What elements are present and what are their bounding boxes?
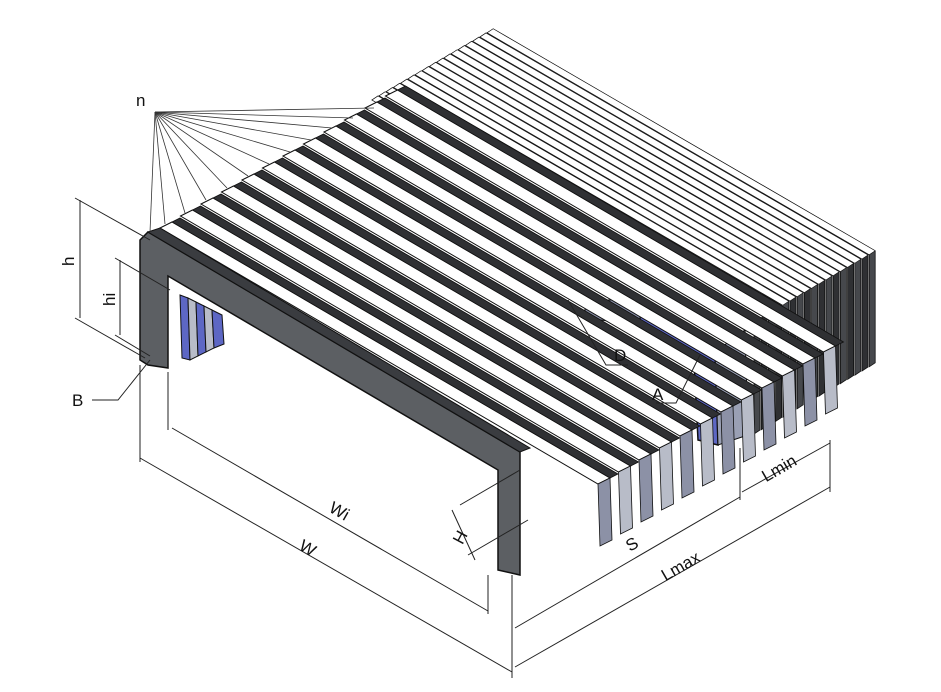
label-d: D <box>614 346 626 365</box>
fold <box>302 133 763 463</box>
back-pleat <box>457 45 847 385</box>
ray-line <box>154 111 312 141</box>
ray-line <box>154 111 166 225</box>
label-hi: hi <box>100 293 119 306</box>
ray-line <box>154 111 207 201</box>
fold <box>158 217 619 547</box>
back-pleat <box>472 36 862 376</box>
back-pleat <box>414 70 804 410</box>
fold <box>261 157 722 487</box>
fold <box>220 181 681 511</box>
fold <box>179 205 640 535</box>
ray-line <box>154 111 249 177</box>
ray-line <box>154 111 228 189</box>
ray-line <box>149 111 156 233</box>
inner-side-panels <box>179 294 225 361</box>
back-pleat <box>486 28 876 368</box>
front-frame-b <box>139 227 532 576</box>
ray-line <box>154 111 291 153</box>
fold <box>240 169 701 499</box>
label-n: n <box>136 91 145 110</box>
expanded-folds <box>158 85 845 547</box>
fold <box>363 97 824 427</box>
ray-line <box>154 111 354 119</box>
label-h: h <box>59 257 78 266</box>
fold <box>281 145 742 475</box>
label-a: A <box>652 385 664 404</box>
label-lmax: Lmax <box>658 548 704 585</box>
ray-line <box>154 111 186 214</box>
label-s: S <box>622 533 641 555</box>
back-pleat <box>450 49 840 389</box>
ray-line <box>154 111 270 165</box>
label-w: W <box>296 536 319 560</box>
fold <box>343 109 804 439</box>
label-b: B <box>72 391 83 410</box>
dimension-lines <box>74 197 831 678</box>
label-H: H <box>449 527 472 547</box>
fold <box>384 85 845 415</box>
label-wi: Wi <box>326 498 353 524</box>
back-pleat <box>428 61 819 402</box>
ray-line <box>154 111 333 129</box>
fold-count-rays <box>149 107 375 233</box>
fold <box>199 193 660 523</box>
back-pleat <box>464 40 855 381</box>
label-lmin: Lmin <box>759 451 800 486</box>
back-pleat <box>479 32 869 372</box>
ray-line <box>154 107 375 113</box>
